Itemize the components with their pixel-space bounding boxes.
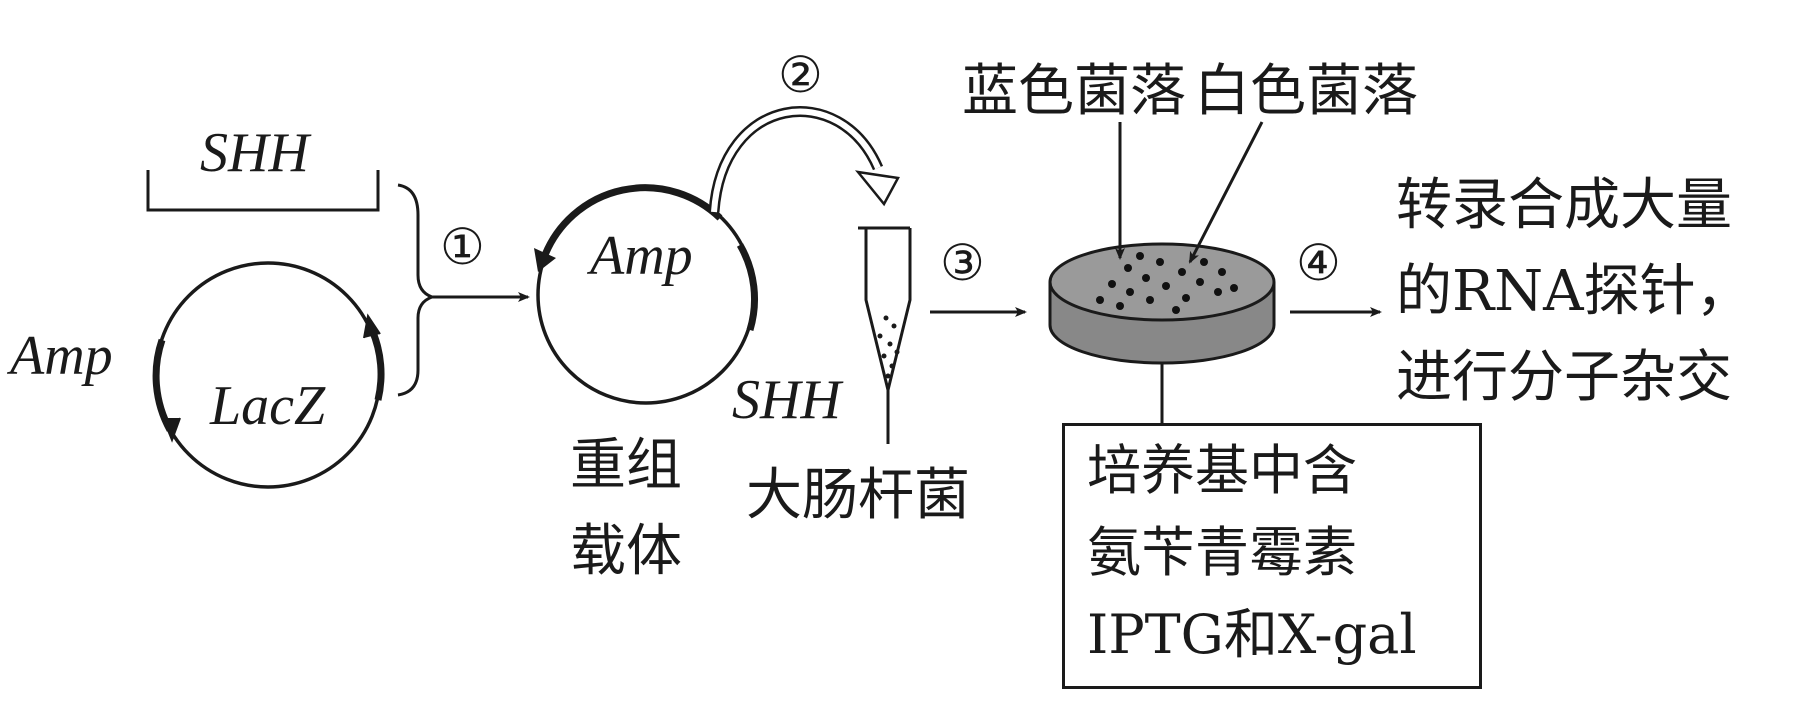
medium-line1: 培养基中含 <box>1087 439 1357 502</box>
plasmid-lacz-label: LacZ <box>210 375 326 437</box>
plasmid-amp-label: Amp <box>10 325 113 387</box>
recombinant-caption-line2: 载体 <box>570 519 682 584</box>
recombinant-arrow-head <box>534 248 556 272</box>
test-tube <box>858 226 912 444</box>
medium-line3: IPTG和X-gal <box>1087 603 1417 666</box>
recombinant-shh-arc <box>736 243 759 332</box>
petri-dish <box>1048 242 1276 365</box>
lacz-arrow-head <box>363 313 381 339</box>
recombinant-shh-label: SHH <box>732 369 841 431</box>
lacz-gene-arc <box>368 328 385 401</box>
step2-curved-arrow <box>708 106 884 213</box>
blue-colony-label: 蓝色菌落 <box>962 59 1186 124</box>
step3-label: ③ <box>940 234 985 292</box>
white-colony-pointer <box>1188 121 1264 264</box>
white-colony-label: 白色菌落 <box>1194 59 1418 124</box>
shh-fragment-bracket <box>146 170 380 212</box>
medium-line2: 氨苄青霉素 <box>1087 521 1357 584</box>
result-line2: 的RNA探针， <box>1396 259 1752 324</box>
step2-arrow-head <box>854 170 900 207</box>
result-line1: 转录合成大量 <box>1396 173 1732 238</box>
combine-brace <box>397 183 437 397</box>
shh-fragment-label: SHH <box>200 122 309 184</box>
recombinant-caption-line1: 重组 <box>570 433 682 498</box>
culture-medium-box: 培养基中含 氨苄青霉素 IPTG和X-gal <box>1062 423 1482 689</box>
step1-label: ① <box>440 218 485 276</box>
step2-label: ② <box>778 46 823 104</box>
step4-label: ④ <box>1296 234 1341 292</box>
result-line3: 进行分子杂交 <box>1396 345 1732 410</box>
recombinant-amp-arc <box>541 184 723 257</box>
amp-gene-arc <box>152 338 174 432</box>
recombinant-amp-label: Amp <box>590 225 693 287</box>
amp-arrow-head <box>162 417 181 443</box>
bacteria-caption: 大肠杆菌 <box>746 463 970 528</box>
